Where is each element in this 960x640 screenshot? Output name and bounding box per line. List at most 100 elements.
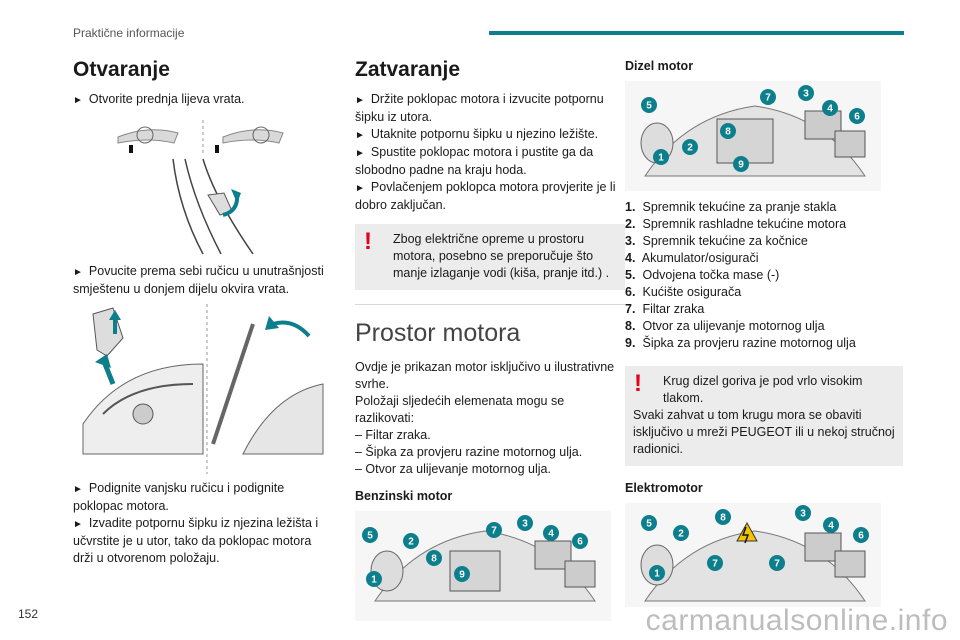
diesel-engine-illustration: 5 7 3 4 6 8 1 2 9: [625, 81, 881, 191]
callout-label: 5: [646, 519, 652, 530]
opening-step-3-text: Podignite vanjsku ručicu i podignite pok…: [73, 481, 285, 513]
callout-label: 2: [687, 143, 693, 154]
opening-step-4-text: Izvadite potpornu šipku iz njezina ležiš…: [73, 516, 319, 565]
list-item: 7. Filtar zraka: [625, 301, 903, 318]
hood-release-illustration: [82, 304, 324, 474]
callout-label: 2: [408, 537, 414, 548]
list-item-number: 8.: [625, 319, 636, 333]
warning-icon: !: [634, 370, 642, 397]
callout-label: 9: [738, 160, 744, 171]
callout-label: 4: [827, 104, 833, 115]
list-item: 5. Odvojena točka mase (-): [625, 267, 903, 284]
closing-step-2: Utaknite potpornu šipku u njezino ležišt…: [355, 126, 625, 144]
engine-intro-2: Položaji sljedećih elemenata mogu se raz…: [355, 394, 565, 425]
door-handle-illustration: [117, 120, 284, 255]
opening-step-3: Podignite vanjsku ručicu i podignite pok…: [73, 480, 329, 515]
callout-label: 1: [371, 575, 377, 586]
warning-icon: !: [364, 228, 372, 255]
column-engine-parts: Dizel motor 5 7 3 4 6 8 1 2 9 1. Spremni…: [625, 58, 903, 607]
petrol-engine-illustration: 7 3 4 6 5 2 8 1 9: [355, 511, 611, 621]
callout-label: 1: [658, 153, 664, 164]
list-item-number: 2.: [625, 217, 636, 231]
opening-step-2: Povucite prema sebi ručicu u unutrašnjos…: [73, 263, 329, 298]
diesel-warning-line-2: Svaki zahvat u tom krugu mora se obaviti…: [633, 408, 895, 456]
list-item-label: Otvor za ulijevanje motornog ulja: [642, 319, 825, 333]
callout-label: 6: [854, 112, 860, 123]
section-divider: [355, 304, 625, 305]
engine-parts-list: 1. Spremnik tekućine za pranje stakla 2.…: [625, 199, 903, 352]
list-item-number: 7.: [625, 302, 636, 316]
list-item: 9. Šipka za provjeru razine motornog ulj…: [625, 335, 903, 352]
water-warning-box: ! Zbog električne opreme u prostoru moto…: [355, 224, 625, 290]
list-item: 6. Kućište osigurača: [625, 284, 903, 301]
column-closing: Zatvaranje Držite poklopac motora i izvu…: [355, 58, 625, 621]
engine-intro-1: Ovdje je prikazan motor isključivo u ilu…: [355, 360, 615, 391]
variable-item: – Šipka za provjeru razine motornog ulja…: [355, 445, 583, 459]
variable-item: – Filtar zraka.: [355, 428, 431, 442]
list-item-number: 9.: [625, 336, 636, 350]
callout-label: 5: [367, 531, 373, 542]
electric-motor-illustration: 8 3 4 5 2 6 1 7 7: [625, 503, 881, 607]
opening-step-2-text: Povucite prema sebi ručicu u unutrašnjos…: [73, 264, 324, 296]
list-item: 3. Spremnik tekućine za kočnice: [625, 233, 903, 250]
list-item-number: 4.: [625, 251, 636, 265]
closing-step-1: Držite poklopac motora i izvucite potpor…: [355, 91, 625, 126]
opening-step-1: Otvorite prednja lijeva vrata.: [73, 91, 329, 109]
callout-label: 1: [654, 569, 660, 580]
closing-step-1-text: Držite poklopac motora i izvucite potpor…: [355, 92, 604, 124]
list-item-label: Spremnik tekućine za kočnice: [642, 234, 808, 248]
variable-items-list: – Filtar zraka. – Šipka za provjeru razi…: [355, 427, 625, 478]
diesel-engine-title: Dizel motor: [625, 59, 694, 73]
watermark: carmanualsonline.info: [645, 604, 948, 637]
list-item: 2. Spremnik rashladne tekućine motora: [625, 216, 903, 233]
callout-label: 4: [828, 521, 834, 532]
callout-label: 4: [548, 529, 554, 540]
engine-compartment-title: Prostor motora: [355, 319, 521, 347]
list-item-number: 5.: [625, 268, 636, 282]
list-item-label: Šipka za provjeru razine motornog ulja: [642, 336, 856, 350]
petrol-engine-title: Benzinski motor: [355, 489, 453, 503]
diesel-warning-line-1: Krug dizel goriva je pod vrlo visokim tl…: [663, 374, 863, 405]
callout-label: 7: [774, 559, 780, 570]
water-warning-text: Zbog električne opreme u prostoru motora…: [393, 232, 610, 280]
electric-motor-title: Elektromotor: [625, 481, 703, 495]
header-accent-bar: [489, 31, 904, 35]
callout-label: 9: [459, 570, 465, 581]
list-item-label: Kućište osigurača: [642, 285, 742, 299]
callout-label: 8: [431, 554, 437, 565]
list-item-number: 1.: [625, 200, 636, 214]
page-number: 152: [18, 607, 39, 621]
closing-step-3-text: Spustite poklopac motora i pustite ga da…: [355, 145, 594, 177]
callout-label: 5: [646, 101, 652, 112]
callout-label: 8: [720, 513, 726, 524]
callout-label: 6: [858, 531, 864, 542]
closing-step-4-text: Povlačenjem poklopca motora provjerite j…: [355, 180, 616, 212]
list-item: 8. Otvor za ulijevanje motornog ulja: [625, 318, 903, 335]
diesel-warning-box: ! Krug dizel goriva je pod vrlo visokim …: [625, 366, 903, 466]
closing-step-3: Spustite poklopac motora i pustite ga da…: [355, 144, 625, 179]
list-item: 4. Akumulator/osigurači: [625, 250, 903, 267]
column-opening: Otvaranje Otvorite prednja lijeva vrata.…: [73, 58, 329, 567]
running-header: Praktične informacije: [73, 26, 185, 40]
callout-label: 3: [800, 509, 806, 520]
list-item-label: Filtar zraka: [642, 302, 705, 316]
list-item-label: Spremnik rashladne tekućine motora: [642, 217, 847, 231]
closing-step-2-text: Utaknite potpornu šipku u njezino ležišt…: [370, 127, 599, 141]
callout-label: 2: [678, 529, 684, 540]
callout-label: 7: [491, 526, 497, 537]
list-item-label: Spremnik tekućine za pranje stakla: [642, 200, 837, 214]
opening-step-4: Izvadite potpornu šipku iz njezina ležiš…: [73, 515, 329, 567]
closing-step-4: Povlačenjem poklopca motora provjerite j…: [355, 179, 625, 214]
list-item-label: Odvojena točka mase (-): [642, 268, 780, 282]
list-item-number: 3.: [625, 234, 636, 248]
opening-title: Otvaranje: [73, 58, 170, 81]
callout-label: 3: [803, 89, 809, 100]
list-item-number: 6.: [625, 285, 636, 299]
opening-step-1-text: Otvorite prednja lijeva vrata.: [88, 92, 245, 106]
callout-label: 7: [765, 93, 771, 104]
callout-label: 7: [712, 559, 718, 570]
callout-label: 6: [577, 537, 583, 548]
variable-item: – Otvor za ulijevanje motornog ulja.: [355, 462, 551, 476]
closing-title: Zatvaranje: [355, 58, 461, 81]
list-item-label: Akumulator/osigurači: [641, 251, 759, 265]
